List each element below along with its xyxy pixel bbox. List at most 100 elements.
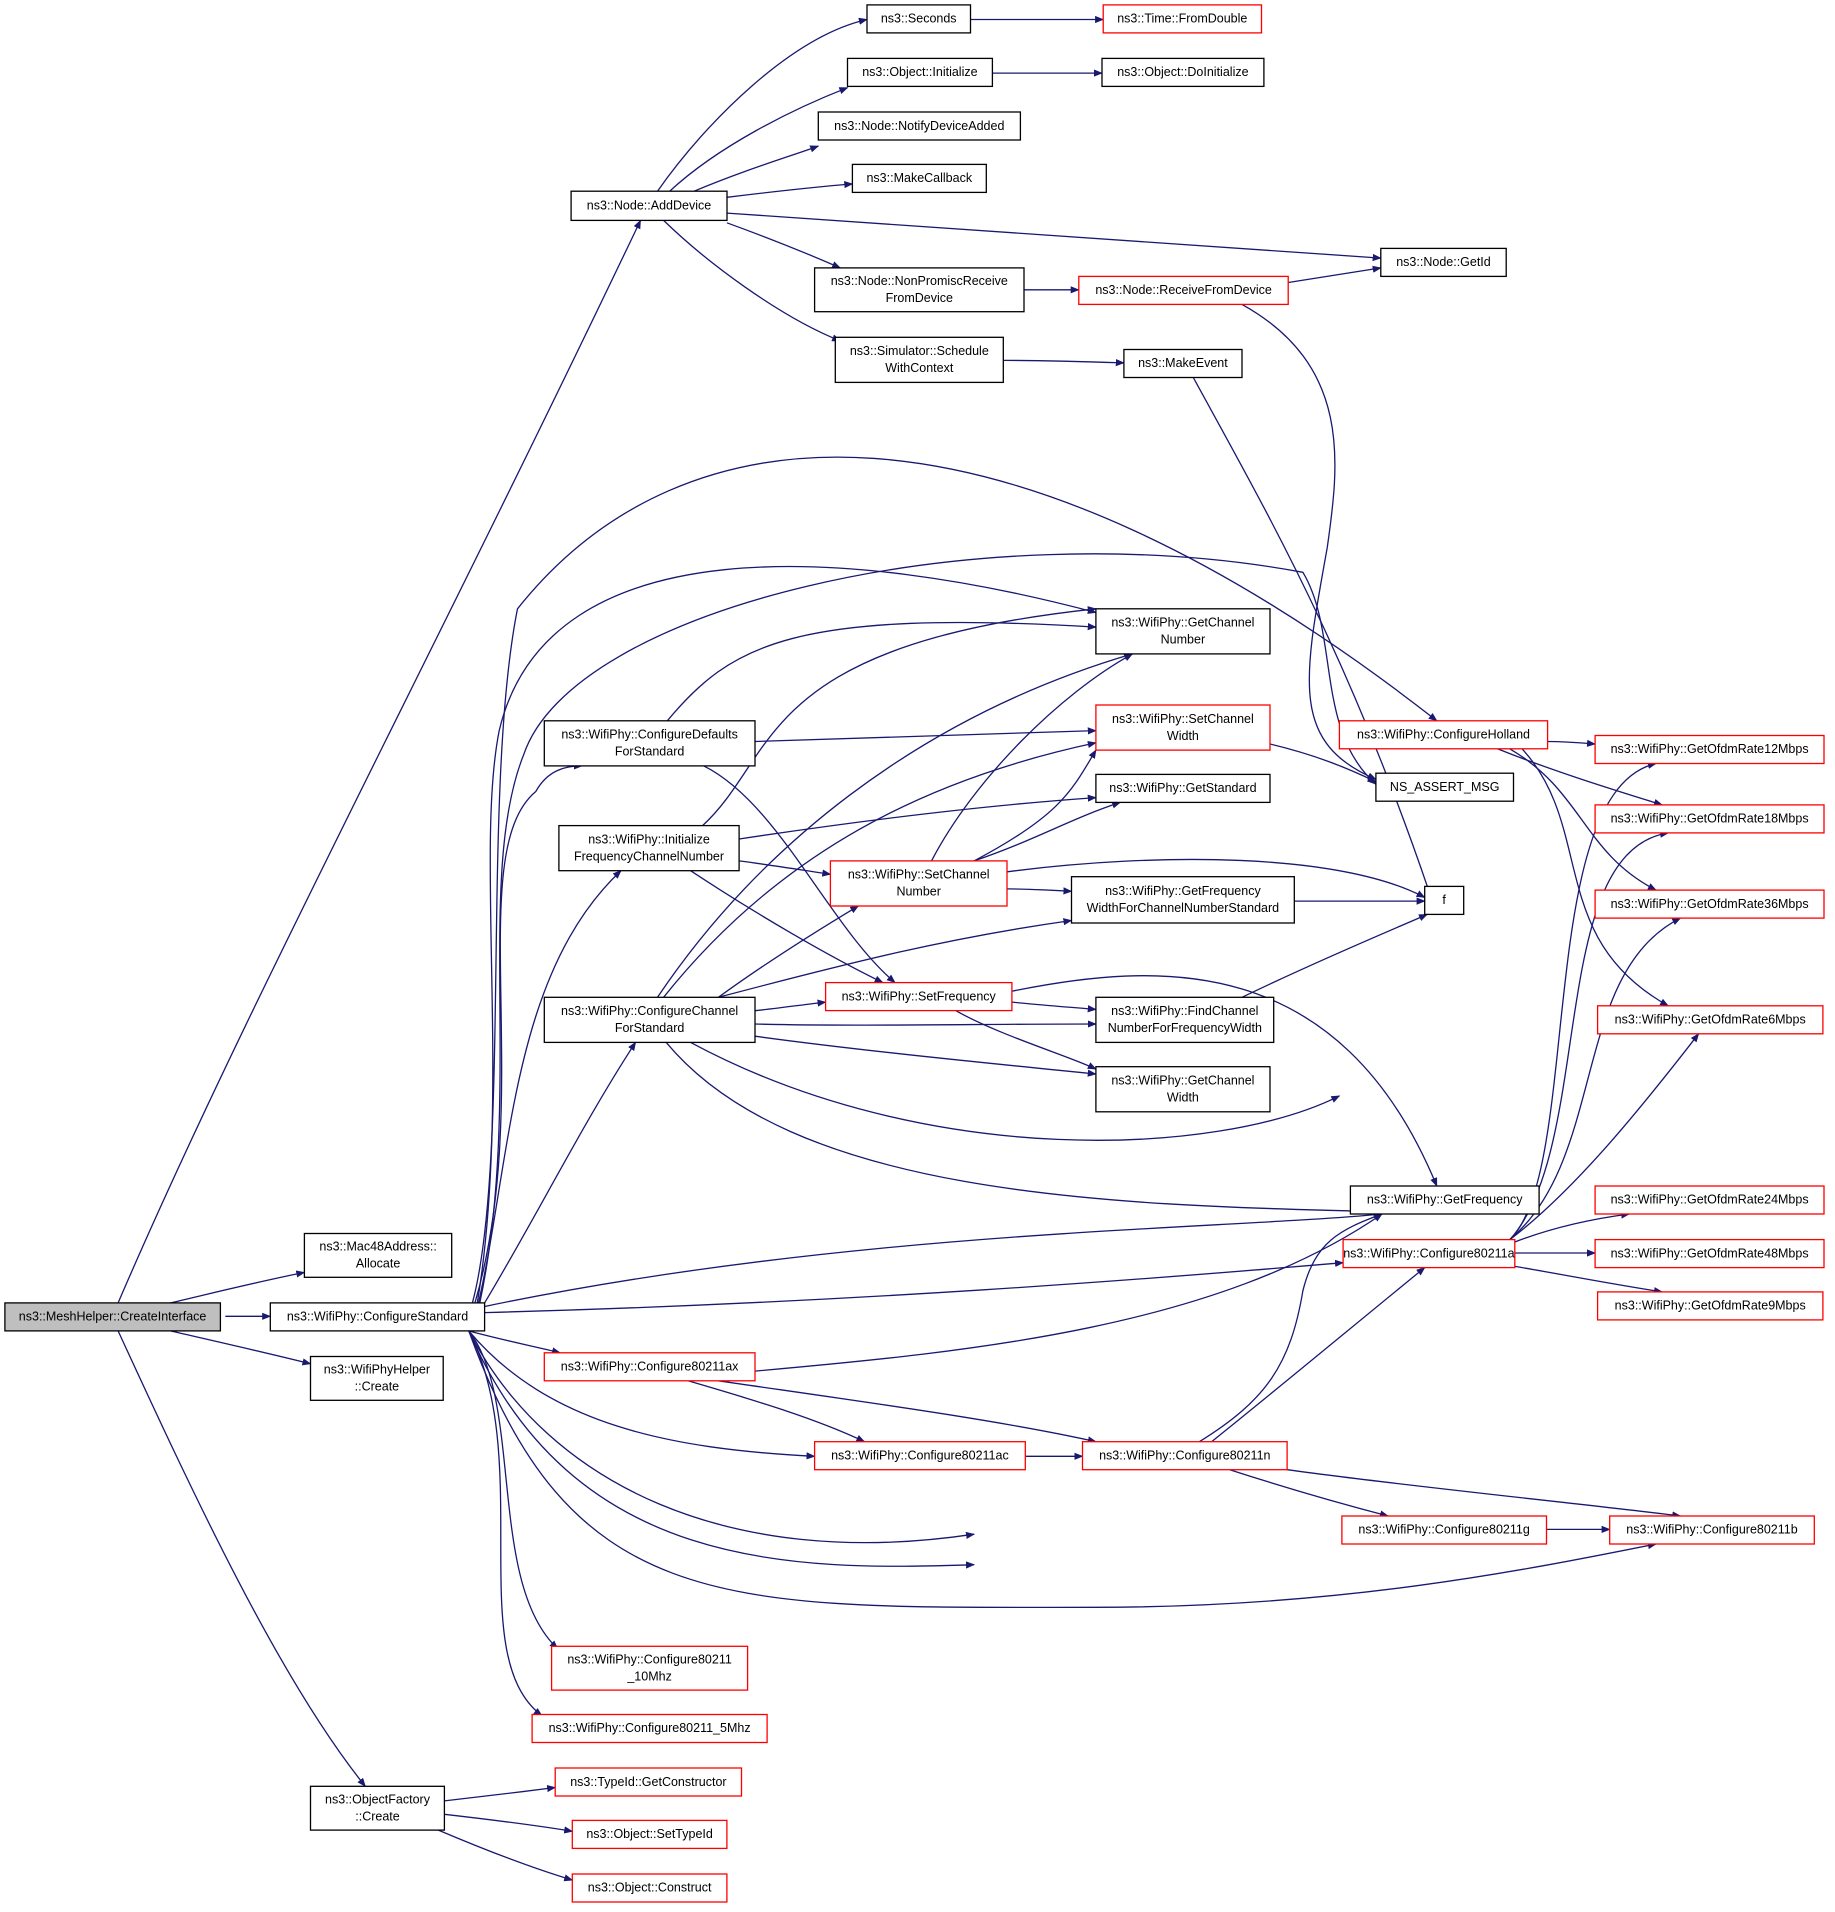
node-box[interactable] [543, 720, 756, 767]
node-box[interactable] [531, 1713, 768, 1744]
node-box[interactable] [1095, 996, 1275, 1044]
node-box[interactable] [1102, 4, 1263, 34]
node-box[interactable] [554, 1767, 743, 1797]
node-box[interactable] [570, 190, 728, 222]
node-cfg11b[interactable]: ns3::WifiPhy::Configure80211b [1609, 1515, 1815, 1545]
node-adddevice[interactable]: ns3::Node::AddDevice [570, 190, 728, 222]
node-box[interactable] [1095, 773, 1271, 804]
node-box[interactable] [550, 1645, 749, 1691]
node-fromdouble[interactable]: ns3::Time::FromDouble [1102, 4, 1263, 34]
node-box[interactable] [1594, 804, 1825, 834]
node-makecb[interactable]: ns3::MakeCallback [851, 163, 987, 194]
node-box[interactable] [829, 860, 1008, 907]
node-cfg10mhz[interactable]: ns3::WifiPhy::Configure80211_10Mhz [550, 1645, 749, 1691]
node-getid[interactable]: ns3::Node::GetId [1380, 247, 1507, 278]
node-cfg11a[interactable]: ns3::WifiPhy::Configure80211a [1342, 1238, 1516, 1269]
node-box[interactable] [1095, 704, 1271, 751]
node-cfgholland[interactable]: ns3::WifiPhy::ConfigureHolland [1338, 720, 1549, 750]
node-box[interactable] [1349, 1185, 1540, 1215]
node-settypeid[interactable]: ns3::Object::SetTypeId [571, 1819, 728, 1850]
node-recvfrom[interactable]: ns3::Node::ReceiveFromDevice [1078, 275, 1289, 306]
node-construct[interactable]: ns3::Object::Construct [571, 1873, 728, 1903]
node-box[interactable] [1081, 1441, 1288, 1471]
node-box[interactable] [558, 824, 740, 872]
node-box[interactable] [4, 1302, 222, 1332]
node-getfreqwidth[interactable]: ns3::WifiPhy::GetFrequencyWidthForChanne… [1070, 876, 1295, 924]
node-getfreq[interactable]: ns3::WifiPhy::GetFrequency [1349, 1185, 1540, 1215]
node-objfactory[interactable]: ns3::ObjectFactory::Create [309, 1785, 446, 1831]
node-box[interactable] [1380, 247, 1507, 278]
node-getctor[interactable]: ns3::TypeId::GetConstructor [554, 1767, 743, 1797]
node-root[interactable]: ns3::MeshHelper::CreateInterface [4, 1302, 222, 1332]
node-box[interactable] [1095, 608, 1271, 655]
node-box[interactable] [571, 1873, 728, 1903]
node-box[interactable] [834, 336, 1004, 384]
node-ofdm18[interactable]: ns3::WifiPhy::GetOfdmRate18Mbps [1594, 804, 1825, 834]
node-box[interactable] [543, 996, 756, 1044]
node-box[interactable] [1123, 348, 1243, 379]
node-box[interactable] [817, 111, 1022, 141]
node-box[interactable] [1338, 720, 1549, 750]
node-initfreq[interactable]: ns3::WifiPhy::InitializeFrequencyChannel… [558, 824, 740, 872]
node-box[interactable] [1609, 1515, 1815, 1545]
node-box[interactable] [1594, 1238, 1825, 1269]
node-box[interactable] [309, 1785, 446, 1831]
node-cfgchannel[interactable]: ns3::WifiPhy::ConfigureChannelForStandar… [543, 996, 756, 1044]
node-box[interactable] [813, 267, 1025, 313]
node-box[interactable] [1095, 1066, 1271, 1113]
node-box[interactable] [543, 1352, 756, 1382]
node-cfg5mhz[interactable]: ns3::WifiPhy::Configure80211_5Mhz [531, 1713, 768, 1744]
node-ofdm24[interactable]: ns3::WifiPhy::GetOfdmRate24Mbps [1594, 1185, 1825, 1215]
node-cfg11ax[interactable]: ns3::WifiPhy::Configure80211ax [543, 1352, 756, 1382]
node-doinit[interactable]: ns3::Object::DoInitialize [1101, 57, 1265, 88]
node-ofdm6[interactable]: ns3::WifiPhy::GetOfdmRate6Mbps [1596, 1005, 1824, 1035]
node-box[interactable] [1594, 1185, 1825, 1215]
node-phyhelper[interactable]: ns3::WifiPhyHelper::Create [309, 1355, 444, 1401]
node-cfg11ac[interactable]: ns3::WifiPhy::Configure80211ac [813, 1441, 1026, 1471]
node-getstd[interactable]: ns3::WifiPhy::GetStandard [1095, 773, 1271, 804]
node-box[interactable] [866, 4, 972, 34]
node-makeevent[interactable]: ns3::MakeEvent [1123, 348, 1243, 379]
node-ofdm12[interactable]: ns3::WifiPhy::GetOfdmRate12Mbps [1594, 734, 1825, 765]
node-cfgdefaults[interactable]: ns3::WifiPhy::ConfigureDefaultsForStanda… [543, 720, 756, 767]
node-box[interactable] [1375, 772, 1515, 802]
node-box[interactable] [1078, 275, 1289, 306]
node-mac48[interactable]: ns3::Mac48Address::Allocate [303, 1232, 453, 1278]
node-nsassert[interactable]: NS_ASSERT_MSG [1375, 772, 1515, 802]
node-box[interactable] [303, 1232, 453, 1278]
node-box[interactable] [1596, 1005, 1824, 1035]
node-cfg11g[interactable]: ns3::WifiPhy::Configure80211g [1341, 1515, 1548, 1545]
node-box[interactable] [851, 163, 987, 194]
node-ofdm48[interactable]: ns3::WifiPhy::GetOfdmRate48Mbps [1594, 1238, 1825, 1269]
node-f[interactable]: f [1424, 885, 1465, 916]
node-box[interactable] [813, 1441, 1026, 1471]
node-box[interactable] [1342, 1238, 1516, 1269]
node-box[interactable] [1594, 734, 1825, 765]
node-box[interactable] [1070, 876, 1295, 924]
node-box[interactable] [1424, 885, 1465, 916]
node-box[interactable] [1101, 57, 1265, 88]
node-notifydev[interactable]: ns3::Node::NotifyDeviceAdded [817, 111, 1022, 141]
node-ofdm36[interactable]: ns3::WifiPhy::GetOfdmRate36Mbps [1594, 889, 1825, 919]
node-cfg11n[interactable]: ns3::WifiPhy::Configure80211n [1081, 1441, 1288, 1471]
node-configstd[interactable]: ns3::WifiPhy::ConfigureStandard [269, 1302, 486, 1332]
node-box[interactable] [1594, 889, 1825, 919]
node-box[interactable] [1341, 1515, 1548, 1545]
node-box[interactable] [309, 1355, 444, 1401]
node-box[interactable] [571, 1819, 728, 1850]
node-objinit[interactable]: ns3::Object::Initialize [846, 57, 994, 88]
node-seconds[interactable]: ns3::Seconds [866, 4, 972, 34]
node-findch[interactable]: ns3::WifiPhy::FindChannelNumberForFreque… [1095, 996, 1275, 1044]
node-ofdm9[interactable]: ns3::WifiPhy::GetOfdmRate9Mbps [1596, 1291, 1824, 1321]
node-box[interactable] [846, 57, 994, 88]
node-box[interactable] [269, 1302, 486, 1332]
node-box[interactable] [1596, 1291, 1824, 1321]
node-setfreq[interactable]: ns3::WifiPhy::SetFrequency [824, 981, 1013, 1012]
node-box[interactable] [824, 981, 1013, 1012]
